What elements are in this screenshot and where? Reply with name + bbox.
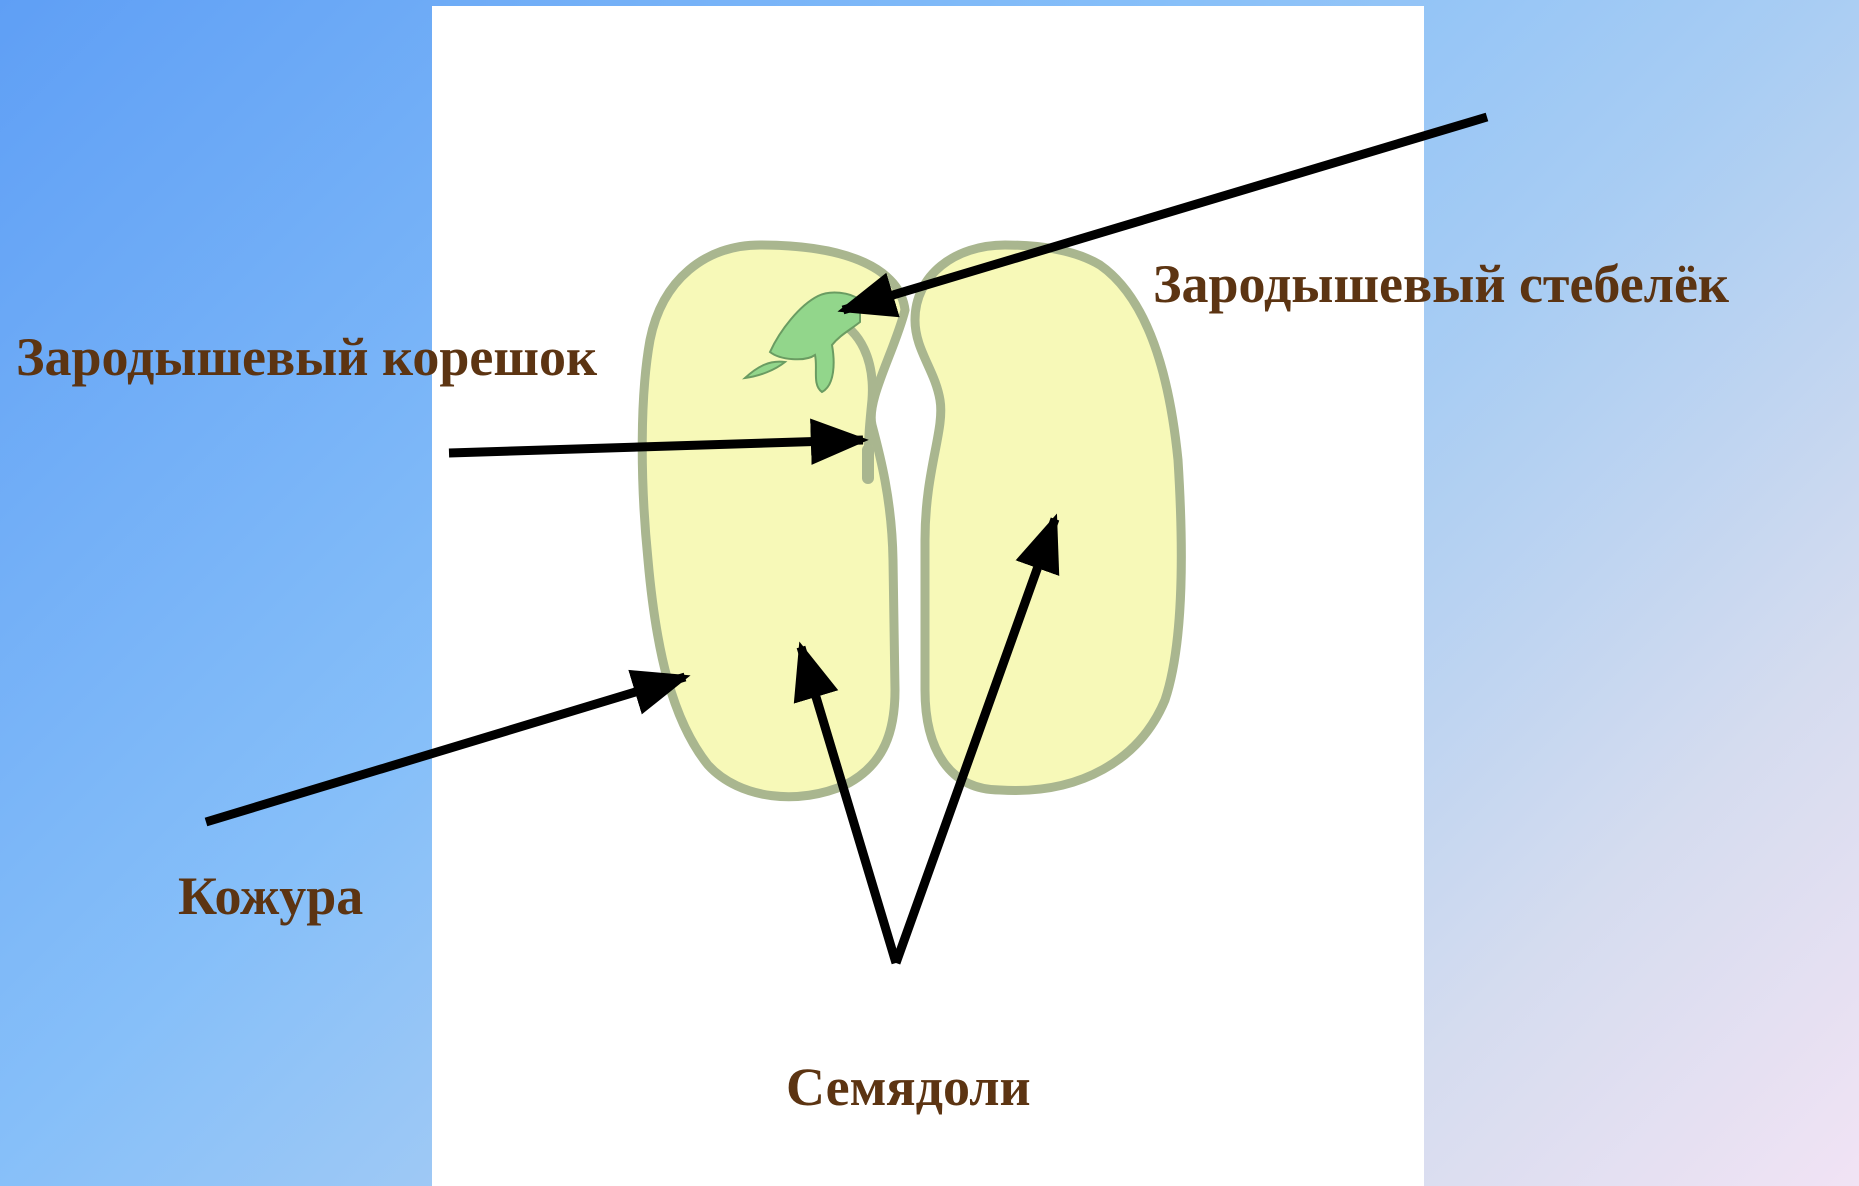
label-cotyledons: Семядоли — [786, 1060, 1031, 1114]
label-seed-coat: Кожура — [178, 869, 363, 923]
label-embryo-root: Зародышевый корешок — [16, 330, 597, 384]
label-embryo-stem: Зародышевый стебелёк — [1153, 257, 1729, 311]
left-cotyledon — [642, 245, 905, 797]
right-cotyledon — [915, 245, 1181, 790]
